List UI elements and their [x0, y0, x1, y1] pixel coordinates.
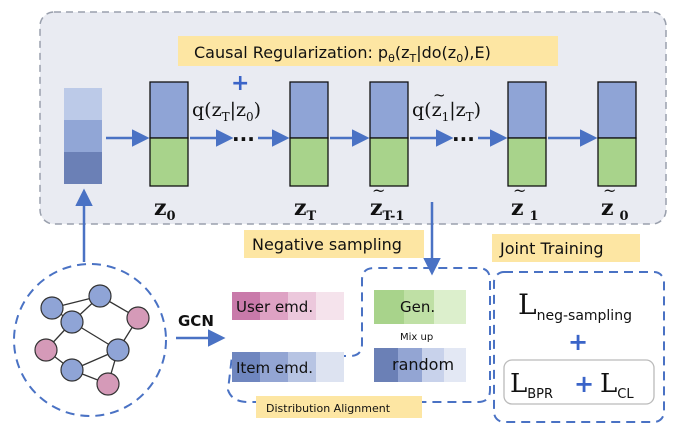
reverse-process-label: q(z1|zT): [412, 99, 481, 124]
stage-z0-tilde-bottom: [597, 137, 637, 187]
stage-zT-1-top: [369, 81, 409, 139]
user-embedding: User emd.: [232, 292, 344, 320]
ellipsis-1: ···: [232, 127, 255, 151]
distribution-alignment-label: Distribution Alignment: [266, 402, 391, 415]
svg-text:zT: zT: [294, 195, 317, 224]
stage-label-zT-1: ~ zT-1: [370, 181, 404, 224]
input-cell-3: [64, 152, 102, 184]
stage-label-z0: z0: [154, 195, 176, 224]
stage-zT-1: [369, 81, 409, 187]
stage-z1: [507, 81, 547, 187]
loss-bottom-frame: [503, 359, 655, 405]
svg-text:~: ~: [372, 181, 385, 200]
stage-z0: [149, 81, 189, 187]
svg-text:zT-1: zT-1: [370, 195, 404, 224]
gen-label: Gen.: [400, 298, 435, 316]
joint-training-label: Joint Training: [499, 239, 604, 258]
stage-zT-top: [289, 81, 329, 139]
stage-z1-bottom: [507, 137, 547, 187]
loss-bpr: LBPR: [510, 369, 553, 402]
graph-node: [106, 338, 130, 362]
input-cell-2: [64, 120, 102, 152]
graph-node: [60, 358, 84, 382]
svg-text:z0: z0: [601, 195, 629, 224]
random-label: random: [392, 355, 454, 374]
stage-zT: [289, 81, 329, 187]
graph-nodes: [34, 284, 150, 396]
causal-title-highlight: [178, 36, 558, 66]
mix-up-label: Mix up: [400, 332, 433, 343]
item-embedding-label: Item emd.: [236, 359, 313, 377]
stage-zT-bottom: [289, 137, 329, 187]
forward-process-label: q(zT|z0): [192, 99, 261, 124]
svg-text:~: ~: [603, 181, 616, 200]
graph-node: [40, 296, 64, 320]
svg-text:~: ~: [513, 181, 526, 200]
svg-text:z0: z0: [154, 195, 176, 224]
graph-node: [96, 372, 120, 396]
random-embedding: random: [374, 348, 466, 382]
alignment-boundary: [226, 267, 491, 403]
svg-text:z1: z1: [511, 195, 539, 224]
loss-panel: [493, 271, 665, 423]
negative-sampling-highlight: [244, 230, 424, 258]
user-item-graph-boundary: [13, 263, 167, 417]
user-embedding-label: User emd.: [236, 298, 313, 316]
loss-plus-top: +: [568, 328, 588, 356]
negative-sampling-label: Negative sampling: [252, 235, 402, 254]
stage-z0-tilde: [597, 81, 637, 187]
gcn-label: GCN: [178, 312, 214, 330]
generated-embedding: Gen.: [374, 290, 466, 324]
causal-regularization-title: Causal Regularization: pθ(zT|do(z0),E): [194, 43, 491, 65]
stage-z0-top: [149, 81, 189, 139]
graph-node: [34, 338, 58, 362]
stage-zT-1-bottom: [369, 137, 409, 187]
plus-sign-top: +: [231, 71, 249, 96]
graph-node: [126, 306, 150, 330]
loss-neg-sampling: Lneg-sampling: [518, 288, 632, 324]
item-embedding: Item emd.: [232, 352, 344, 382]
stage-z0-tilde-top: [597, 81, 637, 139]
reverse-tilde: ~: [433, 86, 446, 104]
stage-label-zT: zT: [294, 195, 317, 224]
graph-node: [60, 310, 84, 334]
stage-z0-bottom: [149, 137, 189, 187]
loss-cl: LCL: [600, 369, 634, 402]
stage-z1-top: [507, 81, 547, 139]
input-cell-1: [64, 88, 102, 120]
input-embedding-stack: [64, 88, 102, 184]
joint-training-highlight: [492, 234, 640, 262]
loss-plus-bottom: +: [574, 370, 594, 398]
graph-node: [88, 284, 112, 308]
distribution-alignment-highlight: [256, 396, 422, 418]
ellipsis-2: ···: [452, 127, 475, 151]
